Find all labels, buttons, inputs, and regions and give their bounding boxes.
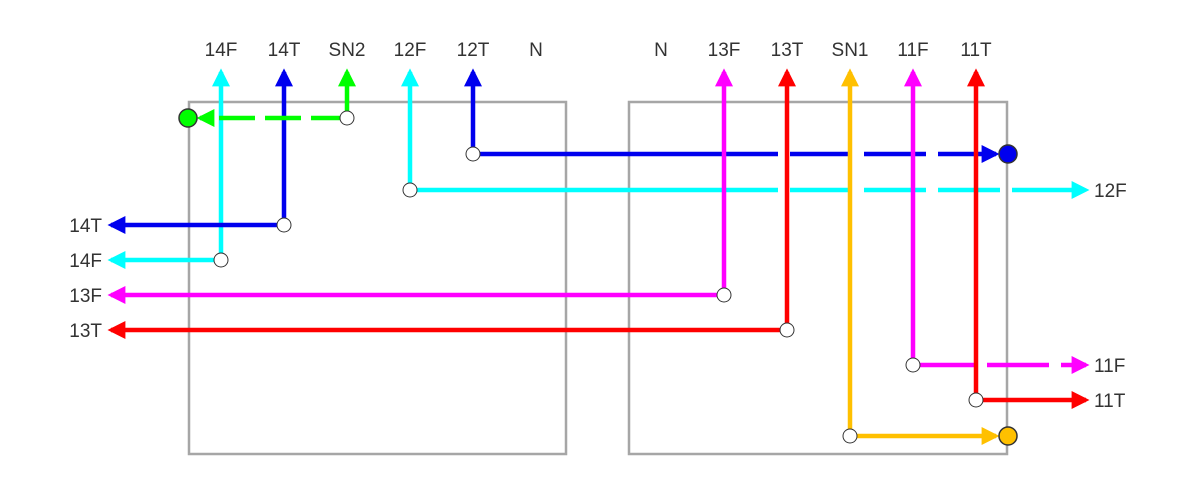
left-label-14f: 14F	[69, 251, 102, 272]
junction-14f	[213, 252, 229, 268]
junction-12f	[402, 182, 418, 198]
top-label-n-left: N	[529, 40, 543, 61]
junction-sn2	[339, 110, 355, 126]
junction-13t	[779, 322, 795, 338]
top-label-13f: 13F	[708, 40, 741, 61]
top-label-13t: 13T	[771, 40, 804, 61]
left-label-13t: 13T	[69, 321, 102, 342]
right-label-11t: 11T	[1094, 391, 1126, 412]
terminal-orange	[998, 426, 1018, 446]
top-label-n-right: N	[654, 40, 668, 61]
top-label-12f: 12F	[394, 40, 427, 61]
junction-11f	[905, 357, 921, 373]
top-label-sn1: SN1	[832, 40, 869, 61]
top-label-12t: 12T	[457, 40, 490, 61]
junction-13f	[716, 287, 732, 303]
right-label-12f: 12F	[1094, 181, 1127, 202]
right-box	[627, 100, 1009, 456]
junction-11t	[968, 392, 984, 408]
right-label-11f: 11F	[1094, 356, 1125, 377]
left-box	[187, 100, 568, 456]
top-label-14f: 14F	[205, 40, 238, 61]
junction-12t	[465, 146, 481, 162]
terminal-blue	[998, 144, 1018, 164]
top-label-11f: 11F	[897, 40, 928, 61]
top-label-sn2: SN2	[329, 40, 366, 61]
top-label-14t: 14T	[268, 40, 301, 61]
terminal-green	[178, 108, 198, 128]
junction-14t	[276, 217, 292, 233]
junction-sn1	[842, 428, 858, 444]
left-label-14t: 14T	[69, 216, 102, 237]
left-label-13f: 13F	[69, 286, 102, 307]
top-label-11t: 11T	[960, 40, 992, 61]
